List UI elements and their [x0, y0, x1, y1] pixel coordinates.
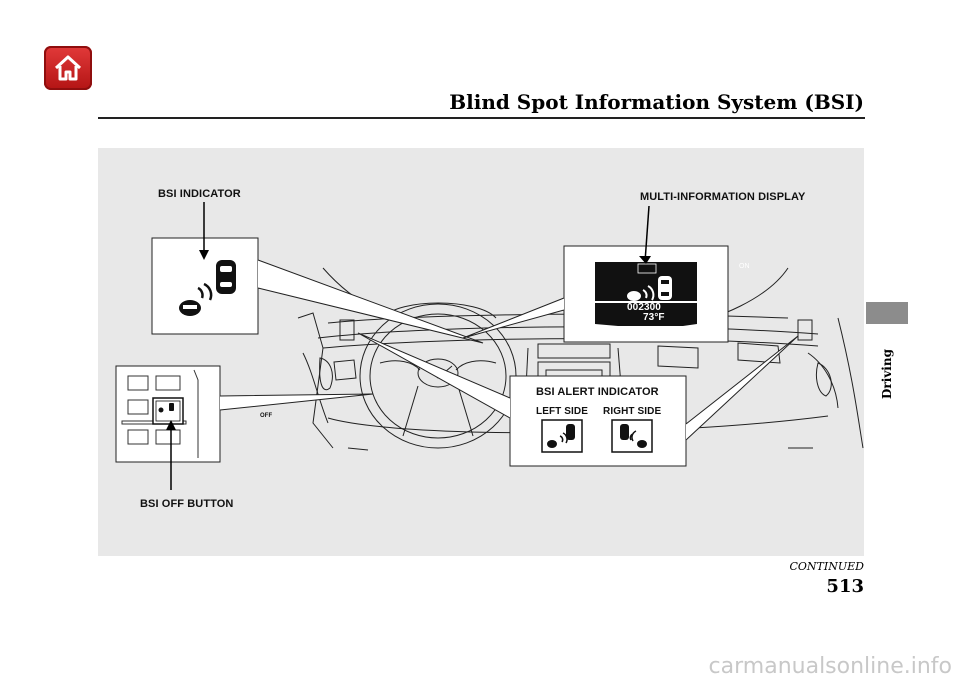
- title-divider: [98, 117, 865, 119]
- page-number: 513: [826, 576, 864, 597]
- page-title: Blind Spot Information System (BSI): [449, 90, 864, 114]
- section-tab-label: Driving: [880, 349, 894, 399]
- right-side-label: RIGHT SIDE: [603, 406, 662, 417]
- section-tab-marker: [866, 302, 908, 324]
- bsi-off-button-text: OFF: [260, 413, 273, 419]
- section-tab[interactable]: Driving: [866, 324, 908, 424]
- bsi-figure: BSI INDICATOR MULTI-INFORMATION DISPLAY …: [98, 148, 864, 556]
- left-side-label: LEFT SIDE: [536, 406, 589, 417]
- display-status: ON: [739, 263, 750, 270]
- home-button[interactable]: [44, 46, 92, 90]
- continued-note: CONTINUED: [789, 560, 865, 573]
- dashboard-illustration: [115, 202, 864, 490]
- home-icon: [54, 55, 82, 81]
- bsi-indicator-label: BSI INDICATOR: [158, 188, 241, 200]
- bsi-alert-indicator-label: BSI ALERT INDICATOR: [536, 386, 659, 398]
- display-odometer: 002300: [627, 302, 661, 313]
- bsi-off-button-label: BSI OFF BUTTON: [140, 498, 234, 510]
- multi-information-display-label: MULTI-INFORMATION DISPLAY: [640, 191, 806, 203]
- watermark: carmanualsonline.info: [708, 654, 952, 679]
- display-temperature: 73°F: [643, 312, 665, 323]
